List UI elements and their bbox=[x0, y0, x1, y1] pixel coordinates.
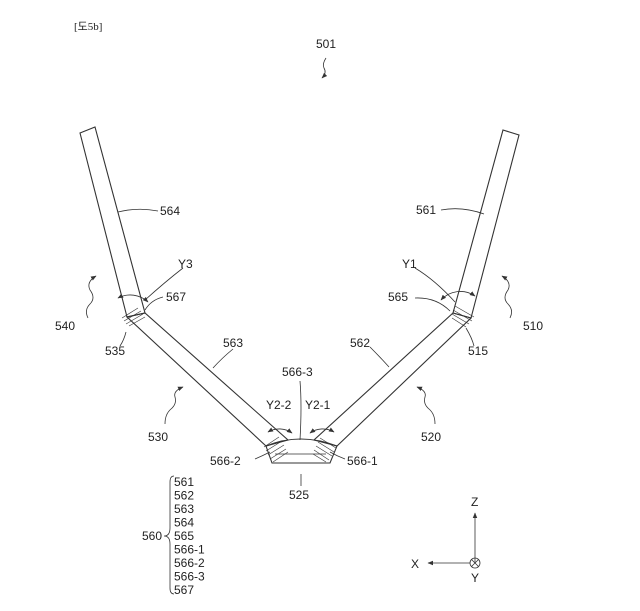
leader-535 bbox=[119, 331, 127, 347]
arrow-540 bbox=[86, 275, 97, 319]
group-item: 562 bbox=[174, 489, 194, 503]
y-axis-circle bbox=[469, 557, 481, 569]
group-item: 566-1 bbox=[174, 543, 205, 557]
ref-535: 535 bbox=[105, 344, 125, 358]
leader-566-2 bbox=[254, 451, 271, 460]
leader-562 bbox=[369, 346, 390, 368]
leader-515 bbox=[465, 327, 475, 347]
leader-566-1 bbox=[329, 451, 346, 460]
axis-z-label: Z bbox=[471, 495, 478, 509]
angle-y3-arc bbox=[117, 293, 149, 303]
ref-510: 510 bbox=[523, 319, 543, 333]
axis-y-label: Y bbox=[471, 571, 479, 585]
arrow-520 bbox=[416, 386, 436, 425]
leader-y3 bbox=[144, 267, 184, 301]
group-item: 567 bbox=[174, 583, 194, 597]
leader-566-3 bbox=[299, 380, 302, 441]
leader-561 bbox=[440, 208, 485, 215]
leader-567 bbox=[144, 296, 164, 311]
group-item: 566-2 bbox=[174, 556, 205, 570]
arrow-530 bbox=[164, 386, 184, 425]
ref-567: 567 bbox=[166, 290, 186, 304]
ref-520: 520 bbox=[421, 430, 441, 444]
angle-y1-arc bbox=[440, 291, 476, 301]
bottom-connector-525 bbox=[265, 438, 338, 464]
ref-530: 530 bbox=[148, 430, 168, 444]
hinge-566-1-hatch bbox=[312, 437, 337, 463]
ref-515: 515 bbox=[468, 344, 488, 358]
y-axis-cross-2 bbox=[471, 559, 479, 567]
ref-525: 525 bbox=[289, 488, 309, 502]
plate-562 bbox=[312, 312, 473, 447]
angle-y2-1-arc bbox=[309, 427, 335, 434]
group-item: 564 bbox=[174, 516, 194, 530]
ref-501-arrow bbox=[321, 57, 328, 79]
ref-566-3: 566-3 bbox=[282, 365, 313, 379]
group-brace bbox=[163, 475, 175, 595]
ref-561: 561 bbox=[416, 203, 436, 217]
ref-y2-1: Y2-1 bbox=[305, 398, 331, 412]
group-item: 561 bbox=[174, 475, 194, 489]
ref-540: 540 bbox=[55, 319, 75, 333]
ref-565: 565 bbox=[388, 290, 408, 304]
ref-566-2: 566-2 bbox=[210, 454, 241, 468]
ref-y1: Y1 bbox=[402, 257, 417, 271]
group-item: 563 bbox=[174, 502, 194, 516]
ref-564: 564 bbox=[160, 204, 180, 218]
figure-label: [도5b] bbox=[74, 21, 102, 33]
ref-563: 563 bbox=[223, 336, 243, 350]
hinge-535-hatch bbox=[121, 307, 146, 327]
plate-561 bbox=[452, 129, 520, 319]
hinge-566-2-hatch bbox=[263, 436, 289, 463]
group-item: 565 bbox=[174, 529, 194, 543]
leader-564 bbox=[117, 208, 159, 213]
ref-562: 562 bbox=[350, 336, 370, 350]
ref-y2-2: Y2-2 bbox=[266, 398, 292, 412]
hinge-515-hatch bbox=[451, 305, 475, 328]
angle-y2-2-arc bbox=[267, 427, 293, 434]
group-label-560: 560 bbox=[142, 529, 162, 543]
arrow-510 bbox=[501, 275, 512, 319]
axis-x-label: X bbox=[411, 557, 419, 571]
ref-566-1: 566-1 bbox=[347, 454, 378, 468]
ref-501: 501 bbox=[316, 37, 336, 51]
plate-563 bbox=[125, 312, 290, 447]
leader-563 bbox=[212, 348, 234, 369]
group-item: 566-3 bbox=[174, 570, 205, 584]
leader-565 bbox=[414, 297, 451, 312]
leader-y1 bbox=[414, 267, 456, 303]
ref-y3: Y3 bbox=[178, 257, 193, 271]
